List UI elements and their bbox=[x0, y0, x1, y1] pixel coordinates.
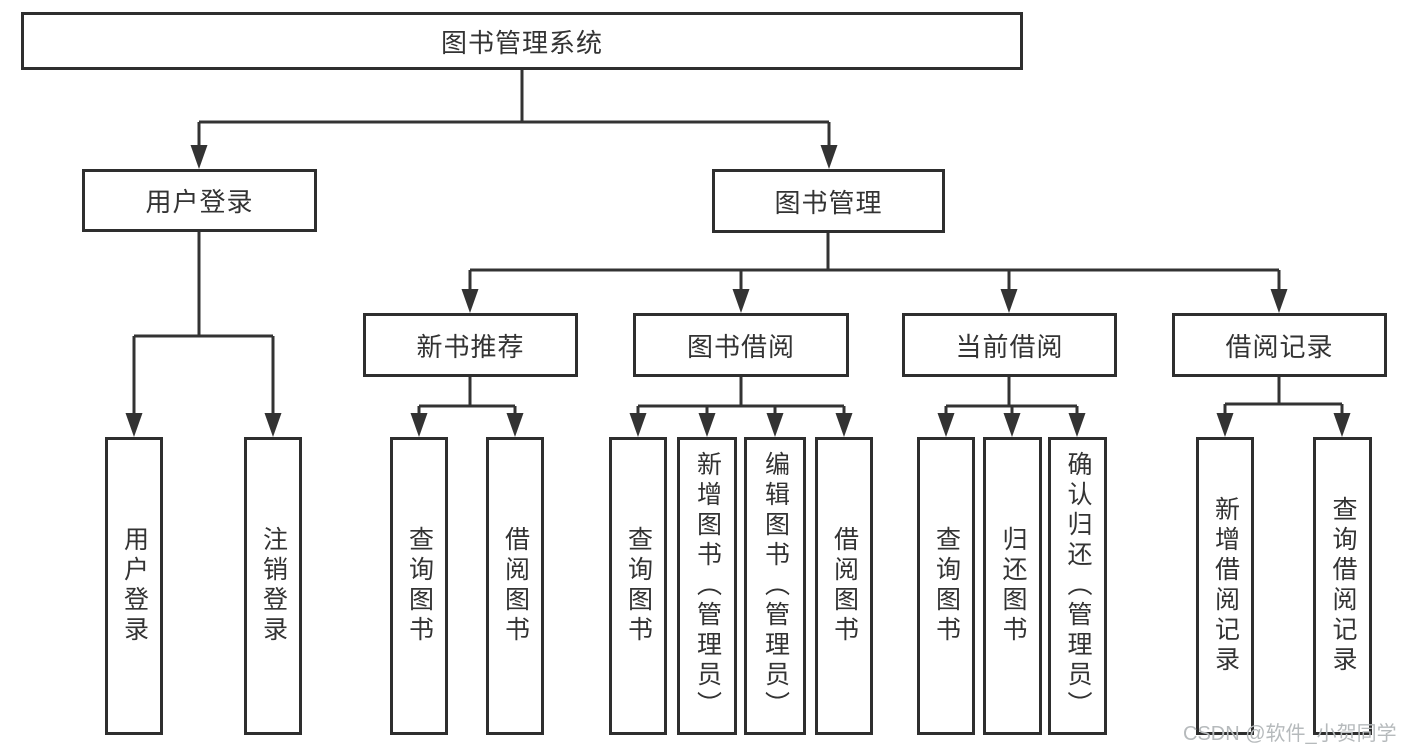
leaf-label: 注销登录 bbox=[259, 526, 288, 646]
arrow-icon bbox=[1270, 289, 1288, 313]
arrow-icon bbox=[835, 413, 853, 437]
leaf-borrow-books: 借阅图书 bbox=[815, 437, 873, 735]
connector-root-to-level2 bbox=[197, 70, 831, 147]
node-user-login: 用户登录 bbox=[82, 169, 317, 232]
leaf-label: 新增借阅记录 bbox=[1211, 496, 1240, 676]
arrow-icon bbox=[506, 413, 524, 437]
arrow-icon bbox=[410, 413, 428, 437]
node-current-borrowing: 当前借阅 bbox=[902, 313, 1117, 377]
leaf-edit-book-admin: 编辑图书（管理员） bbox=[744, 437, 806, 735]
arrow-icon bbox=[1000, 289, 1018, 313]
arrow-icon bbox=[1068, 413, 1086, 437]
leaf-add-borrow-record: 新增借阅记录 bbox=[1196, 437, 1254, 735]
arrow-icon bbox=[190, 145, 208, 169]
leaf-confirm-return-admin: 确认归还（管理员） bbox=[1048, 437, 1107, 735]
leaf-label: 查询图书 bbox=[932, 526, 961, 646]
leaf-add-book-admin: 新增图书（管理员） bbox=[677, 437, 737, 735]
connector-book-management-to-level3 bbox=[468, 233, 1281, 291]
arrow-icon bbox=[461, 289, 479, 313]
arrow-icon bbox=[820, 145, 838, 169]
arrow-icon bbox=[125, 413, 143, 437]
leaf-label: 确认归还（管理员） bbox=[1064, 451, 1092, 721]
leaf-label: 查询借阅记录 bbox=[1329, 496, 1357, 676]
node-root-library-management-system: 图书管理系统 bbox=[21, 12, 1023, 70]
leaf-label: 用户登录 bbox=[120, 526, 149, 646]
leaf-label: 归还图书 bbox=[999, 526, 1027, 646]
leaf-return-books: 归还图书 bbox=[983, 437, 1042, 735]
arrow-icon bbox=[629, 413, 647, 437]
arrow-icon bbox=[937, 413, 955, 437]
node-book-management: 图书管理 bbox=[712, 169, 945, 233]
leaf-logout: 注销登录 bbox=[244, 437, 302, 735]
csdn-watermark: CSDN @软件_小贺同学 bbox=[1183, 723, 1397, 745]
connector-user-login-to-leaves bbox=[132, 232, 275, 415]
node-book-borrowing: 图书借阅 bbox=[633, 313, 849, 377]
arrow-icon bbox=[766, 413, 784, 437]
node-new-book-recommend: 新书推荐 bbox=[363, 313, 578, 377]
leaf-label: 借阅图书 bbox=[830, 526, 859, 646]
connector-borrowing-records-to-leaves bbox=[1223, 377, 1344, 415]
leaf-query-books-current: 查询图书 bbox=[917, 437, 975, 735]
leaf-label: 借阅图书 bbox=[501, 526, 530, 646]
arrow-icon bbox=[1003, 413, 1021, 437]
leaf-label: 新增图书（管理员） bbox=[693, 451, 722, 721]
leaf-label: 查询图书 bbox=[405, 526, 434, 646]
leaf-query-borrow-record: 查询借阅记录 bbox=[1313, 437, 1372, 735]
arrowheads bbox=[125, 145, 1351, 437]
leaf-query-books-borrowing: 查询图书 bbox=[609, 437, 667, 735]
arrow-icon bbox=[1333, 413, 1351, 437]
leaf-user-login: 用户登录 bbox=[105, 437, 163, 735]
arrow-icon bbox=[698, 413, 716, 437]
arrow-icon bbox=[732, 289, 750, 313]
leaf-label: 查询图书 bbox=[624, 526, 653, 646]
arrow-icon bbox=[264, 413, 282, 437]
connector-current-borrowing-to-leaves bbox=[944, 377, 1079, 415]
leaf-borrow-books-recommend: 借阅图书 bbox=[486, 437, 544, 735]
leaf-label: 编辑图书（管理员） bbox=[761, 451, 790, 721]
leaf-query-books-recommend: 查询图书 bbox=[390, 437, 448, 735]
connector-book-borrowing-to-leaves bbox=[636, 377, 846, 415]
connector-new-book-recommend-to-leaves bbox=[417, 377, 517, 415]
node-borrowing-records: 借阅记录 bbox=[1172, 313, 1387, 377]
arrow-icon bbox=[1216, 413, 1234, 437]
